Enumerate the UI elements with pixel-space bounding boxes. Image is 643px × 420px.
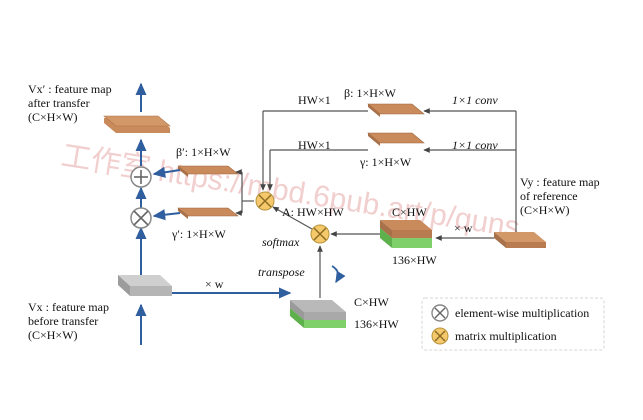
conv-mid-label: 1×1 conv [452,138,498,152]
watermark-text: 工作室 https://mbd.6pub.art/p/quns [59,139,522,244]
vx-prime-label-1: Vx′ : feature map [28,82,112,96]
hw1-mid-label: HW×1 [298,138,331,152]
legend-matrix-icon [431,327,449,345]
vx-label-2: before transfer [28,314,98,328]
vx-prime-label-2: after transfer [28,96,90,110]
softmax-label: softmax [262,235,300,249]
times-w-right-label: × w [454,221,473,235]
times-w-bottom-label: × w [205,277,224,291]
legend-elementwise-label: element-wise multiplication [455,306,589,320]
attention-label: A: HW×HW [282,205,344,219]
gamma-prime-plate [177,207,239,219]
hw1-top-label: HW×1 [298,93,331,107]
bottom-cxhw-block [290,300,346,328]
hw136-top-label: 136×HW [392,253,437,267]
legend-matrix-label: matrix multiplication [455,329,557,343]
vx-plate [118,275,172,296]
vx-label-3: (C×H×W) [28,328,78,342]
beta-prime-label: β′: 1×H×W [176,145,231,159]
top-cxhw-block [380,220,432,248]
gamma-prime-label: γ′: 1×H×W [171,227,226,241]
vx-prime-plate [103,115,171,133]
reference-branches [260,108,517,232]
gamma-plate [367,132,425,146]
matrix-mult-op-top [255,191,275,211]
transpose-curve-icon [331,265,346,284]
elementwise-add-op [130,166,152,188]
gamma-label: γ: 1×H×W [359,155,412,169]
beta-label: β: 1×H×W [344,86,397,100]
legend-box: element-wise multiplication matrix multi… [421,297,605,351]
vx-label-1: Vx : feature map [28,300,109,314]
beta-plate [367,103,425,117]
hw136-bottom-label: 136×HW [354,317,399,331]
vx-prime-label-3: (C×H×W) [28,110,78,124]
legend-elementwise-icon [431,304,449,322]
vy-label-1: Vy : feature map [520,175,600,189]
elementwise-mult-op [130,207,152,229]
conv-top-label: 1×1 conv [452,93,498,107]
vy-label-2: of reference [520,189,578,203]
matrix-mult-op-bottom [310,224,330,244]
fork-connector [235,169,254,216]
vy-label-3: (C×H×W) [520,203,570,217]
vy-plate [494,232,546,248]
cxhw-bottom-label: C×HW [354,295,389,309]
transpose-label: transpose [258,265,305,279]
cxhw-top-label: C×HW [392,205,427,219]
beta-prime-plate [177,165,239,177]
